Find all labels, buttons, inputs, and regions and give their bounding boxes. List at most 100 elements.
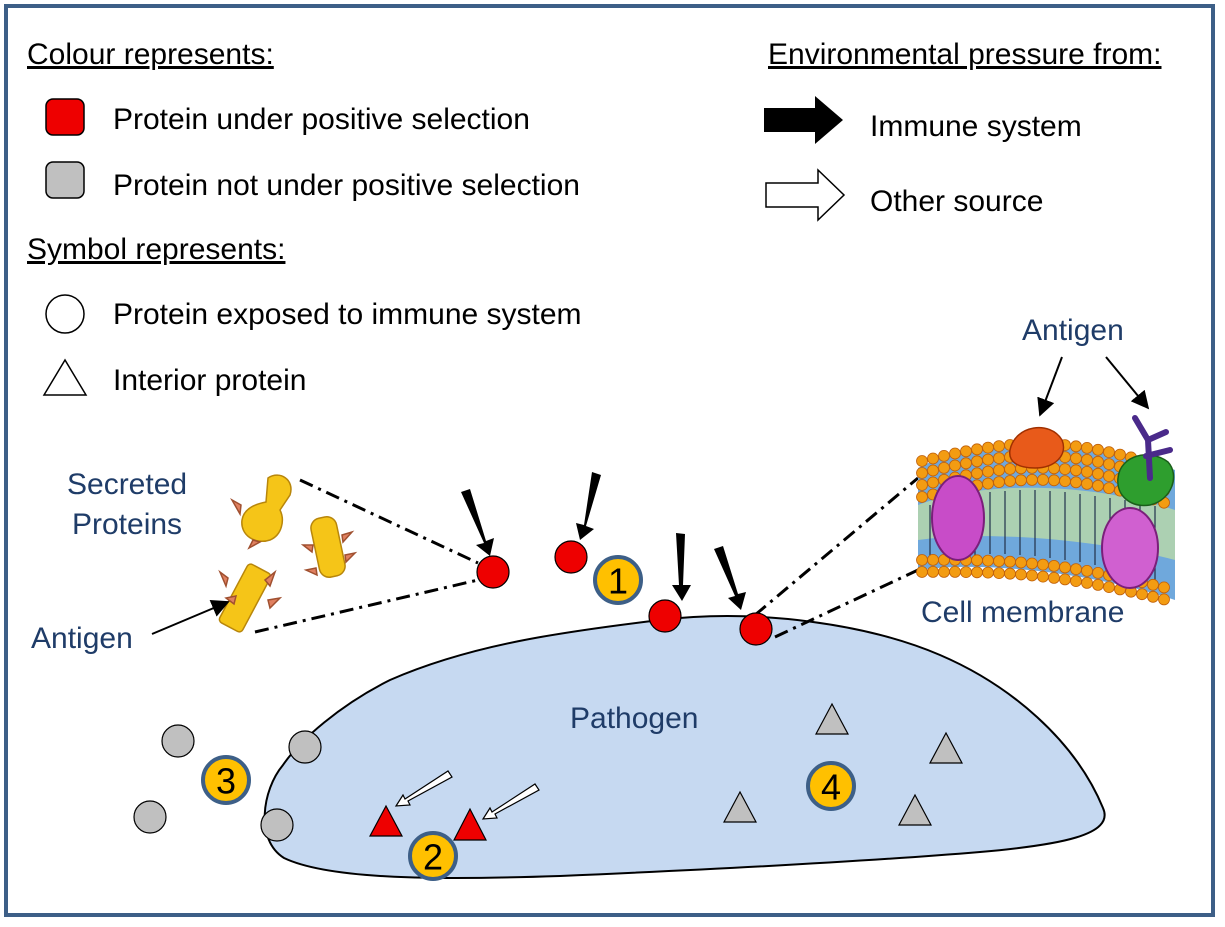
membrane-antigen-green [1117,454,1175,507]
lipid-head [971,443,983,456]
lipid-head [993,476,1005,489]
lipid-head [938,449,950,462]
grey-surface-protein [133,800,167,834]
legend-black-arrow-icon [764,96,843,144]
lipid-head [916,455,928,467]
lipid-head [1081,565,1093,577]
lipid-head [960,566,972,578]
lipid-head [927,554,939,566]
immune-arrow-3 [672,533,691,601]
colour-heading: Colour represents: [27,38,274,71]
lipid-head [971,467,983,480]
secreted-protein-rod [300,516,358,578]
membrane-channel-protein [1101,507,1159,589]
lipid-head [1037,558,1049,571]
lipid-head [1048,474,1060,487]
lipid-head [916,554,928,566]
lipid-head [938,461,950,474]
cell-membrane-label: Cell membrane [921,596,1125,629]
legend-circle-symbol [45,294,85,334]
lipid-head [1103,458,1115,471]
other-source-arrow [394,770,453,807]
grey-interior-protein [723,790,757,823]
lipid-head [1136,588,1148,601]
symbol-heading: Symbol represents: [27,233,286,266]
lipid-head [1147,590,1159,603]
membrane-zoom-line-bottom [774,568,919,639]
grey-surface-protein [161,724,195,758]
membrane-channel-protein [931,475,985,561]
lipid-head [1147,578,1159,591]
lipid-head [1015,474,1027,487]
lipid-head [960,457,972,470]
lipid-head [1103,470,1115,483]
red-surface-protein [554,540,588,574]
lipid-head [993,464,1005,477]
antigen-left-pointer [151,599,230,635]
lipid-head [1092,579,1104,591]
lipid-head [1048,560,1060,572]
grey-interior-protein [815,702,849,735]
lipid-head [971,554,983,567]
lipid-head [1070,440,1082,453]
lipid-head [949,447,961,460]
legend-grey-swatch [45,161,85,199]
legend-circle-label: Protein exposed to immune system [113,298,582,331]
other-source-arrow [481,783,540,820]
figure-border [4,4,1215,917]
badge-4: 4 [806,761,856,811]
lipid-head [1092,467,1104,480]
lipid-head [1037,473,1049,486]
lipid-head [1070,563,1082,575]
secreted-protein-antigen [218,563,283,633]
immune-arrow-4 [714,546,746,610]
lipid-head [1092,455,1104,468]
lipid-head [1092,567,1104,579]
lipid-head [1081,465,1093,478]
lipid-head [1081,441,1093,454]
lipid-head [1081,477,1093,490]
secreted-label-line2: Proteins [72,508,183,541]
membrane-antigen-purple [1132,415,1173,481]
red-surface-protein [739,612,773,646]
lipid-head [1004,475,1016,487]
red-surface-protein [648,599,682,633]
lipid-head [993,555,1005,567]
lipid-head [916,479,928,491]
legend-immune-label: Immune system [870,110,1082,143]
lipid-head [1070,464,1082,477]
lipid-head [949,566,961,578]
lipid-head [982,566,994,579]
lipid-head [993,567,1005,579]
immune-arrows [461,472,746,610]
lipid-head [1026,569,1038,582]
lipid-head [1004,567,1016,580]
antigen-left-label: Antigen [31,622,133,655]
lipid-head [916,467,928,479]
lipid-head [1048,572,1060,584]
lipid-head [971,455,983,468]
lipid-head [1059,561,1071,574]
badge-3-number: 3 [216,761,236,802]
lipid-head [1015,556,1027,569]
legend-white-arrow-icon [765,168,846,222]
badge-4-number: 4 [821,767,841,808]
secreted-protein-blob [230,474,292,550]
lipid-head [993,452,1005,465]
grey-surface-protein [260,808,294,842]
lipid-head [1103,446,1115,459]
lipid-head [1059,475,1071,488]
grey-interior-protein [898,793,932,826]
lipid-head [960,445,972,458]
legend-grey-label: Protein not under positive selection [113,169,580,202]
lipid-head [1015,568,1027,581]
legend-triangle-label: Interior protein [113,364,307,397]
lipid-head [949,459,961,472]
red-interior-protein [369,804,403,837]
lipid-head [1026,473,1038,486]
immune-arrow-1 [461,489,494,556]
lipid-head [1070,476,1082,489]
lipid-head [1070,452,1082,465]
